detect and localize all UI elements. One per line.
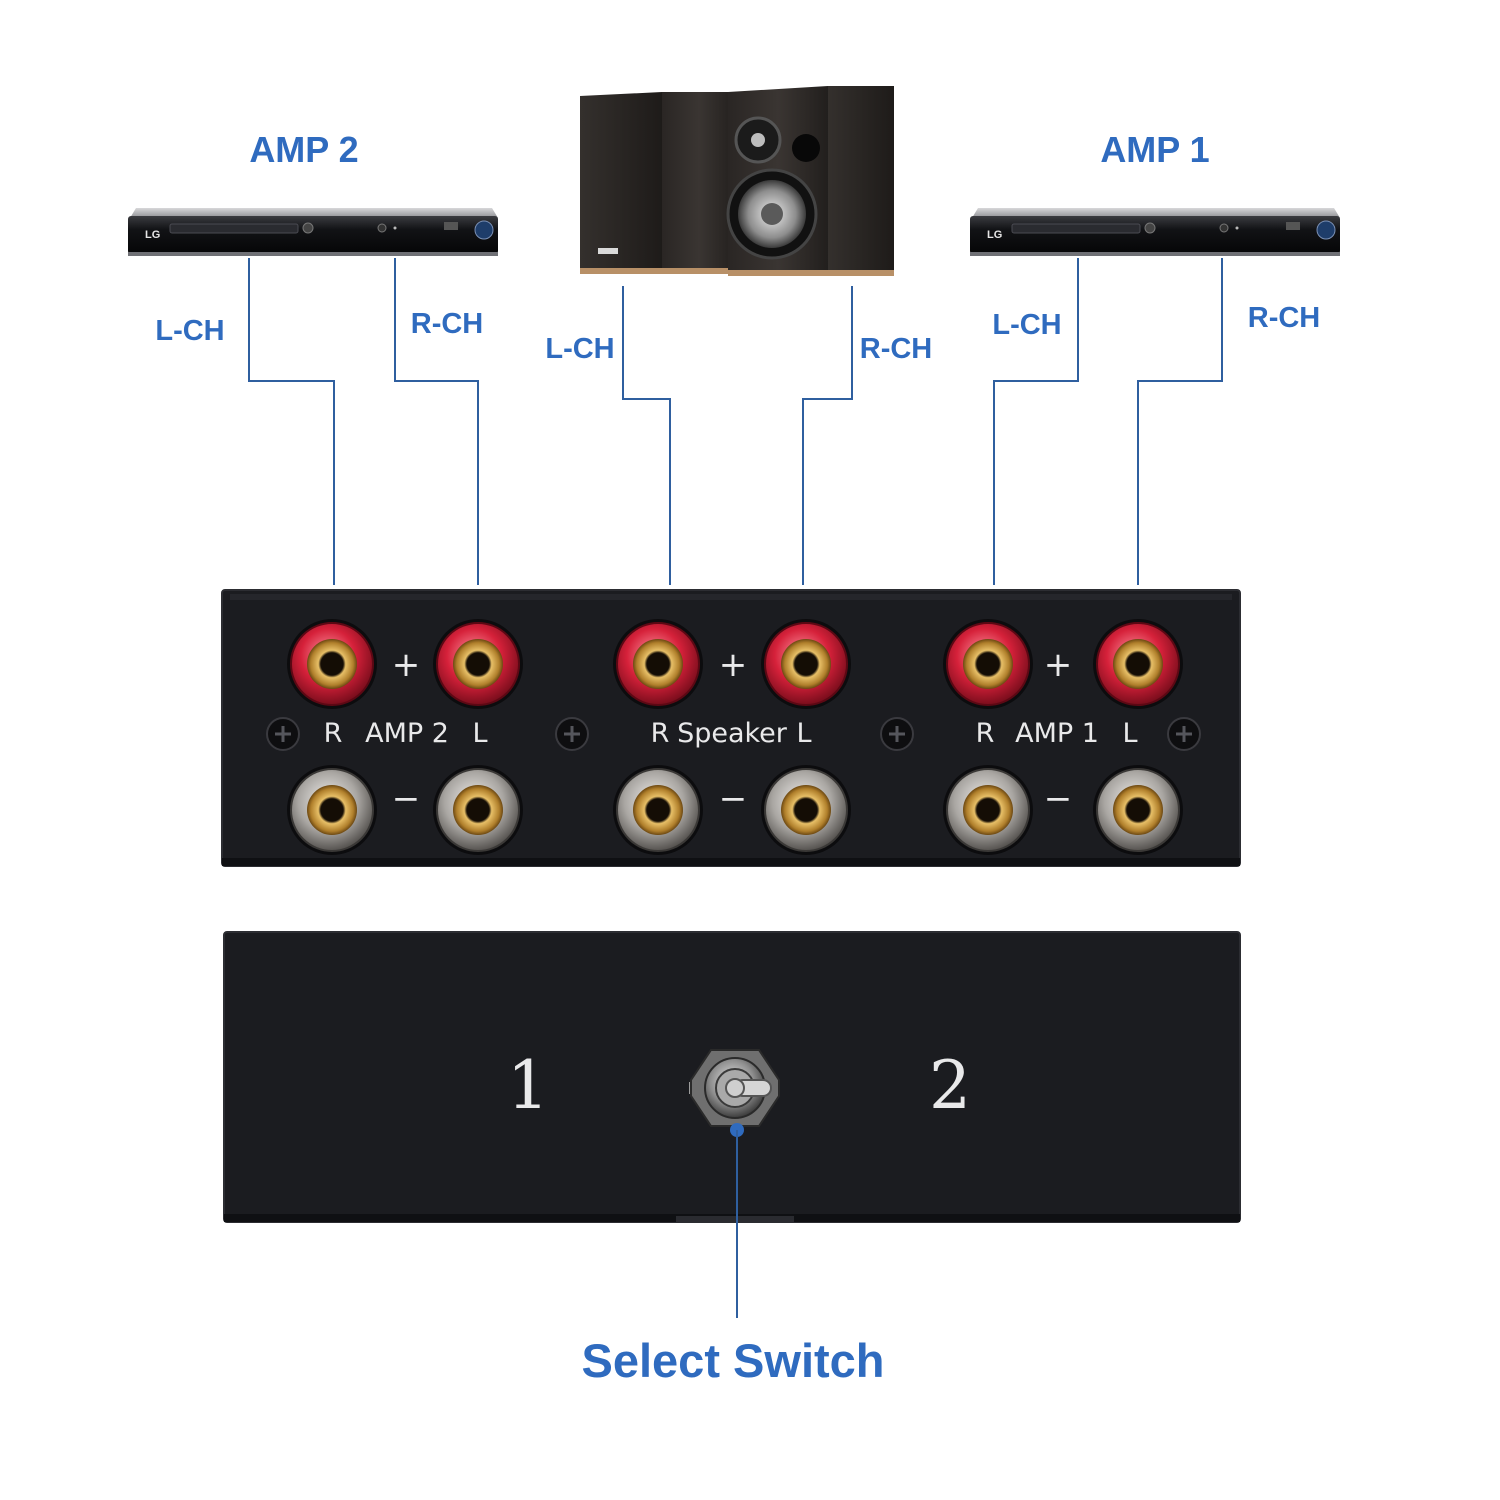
amp-1-minus-sign: −: [1044, 779, 1073, 819]
amp-1-r-plus-terminal[interactable]: [943, 619, 1033, 709]
amp-1-r-label: R: [976, 718, 995, 749]
amp-2-l-minus-terminal[interactable]: [433, 765, 523, 855]
amp-2-label: AMP 2: [249, 129, 358, 170]
position-1-label: 1: [507, 1047, 549, 1124]
dvd-player-icon: LG: [970, 208, 1340, 256]
brand-logo: LG: [145, 229, 160, 241]
wire-speaker-r-ch: [802, 286, 853, 585]
speaker-l-label: L: [796, 718, 811, 749]
amp-2-minus-sign: −: [392, 779, 421, 819]
wire-amp-2-r-ch: [394, 258, 479, 585]
bookshelf-speakers-icon: [580, 86, 894, 276]
amp-1-group-label: AMP 1: [1015, 718, 1099, 749]
speaker-r-plus-terminal[interactable]: [613, 619, 703, 709]
dvd-player-icon: LG: [128, 208, 498, 256]
phillips-screw-icon: [555, 717, 589, 751]
amp-2-r-label: R: [324, 718, 343, 749]
speaker-r-minus-terminal[interactable]: [613, 765, 703, 855]
amp-1-l-ch-label: L-CH: [992, 309, 1061, 341]
toggle-switch-icon[interactable]: [689, 1049, 780, 1127]
amp-2-group-label: AMP 2: [365, 718, 449, 749]
speaker-l-plus-terminal[interactable]: [761, 619, 851, 709]
amp-1-plus-sign: +: [1044, 645, 1073, 685]
amp-2-l-label: L: [472, 718, 487, 749]
amp-2-r-ch-label: R-CH: [411, 308, 484, 340]
amp-1-r-minus-terminal[interactable]: [943, 765, 1033, 855]
amp-2-l-plus-terminal[interactable]: [433, 619, 523, 709]
speaker-minus-sign: −: [719, 779, 748, 819]
amp-1-l-label: L: [1122, 718, 1137, 749]
amp-1-l-plus-terminal[interactable]: [1093, 619, 1183, 709]
select-switch-label: Select Switch: [582, 1334, 885, 1387]
wire-amp-1-l-ch: [993, 258, 1079, 585]
amp-2-r-minus-terminal[interactable]: [287, 765, 377, 855]
brand-logo: LG: [987, 229, 1002, 241]
speaker-group-label: Speaker: [677, 718, 788, 749]
speaker-l-ch-label: L-CH: [545, 333, 614, 365]
speaker-plus-sign: +: [719, 645, 748, 685]
phillips-screw-icon: [1167, 717, 1201, 751]
amp-2-l-ch-label: L-CH: [155, 315, 224, 347]
amp-1-l-minus-terminal[interactable]: [1093, 765, 1183, 855]
amp-2-plus-sign: +: [392, 645, 421, 685]
amp-2-r-plus-terminal[interactable]: [287, 619, 377, 709]
speaker-l-minus-terminal[interactable]: [761, 765, 851, 855]
speaker-r-ch-label: R-CH: [860, 333, 933, 365]
phillips-screw-icon: [266, 717, 300, 751]
speaker-r-label: R: [651, 718, 670, 749]
wire-speaker-l-ch: [622, 286, 671, 585]
phillips-screw-icon: [880, 717, 914, 751]
speaker-logo: [598, 248, 618, 254]
wire-amp-2-l-ch: [248, 258, 335, 585]
amp-1-r-ch-label: R-CH: [1248, 302, 1321, 334]
amp-1-label: AMP 1: [1100, 129, 1209, 170]
wire-amp-1-r-ch: [1137, 258, 1223, 585]
position-2-label: 2: [929, 1047, 971, 1124]
